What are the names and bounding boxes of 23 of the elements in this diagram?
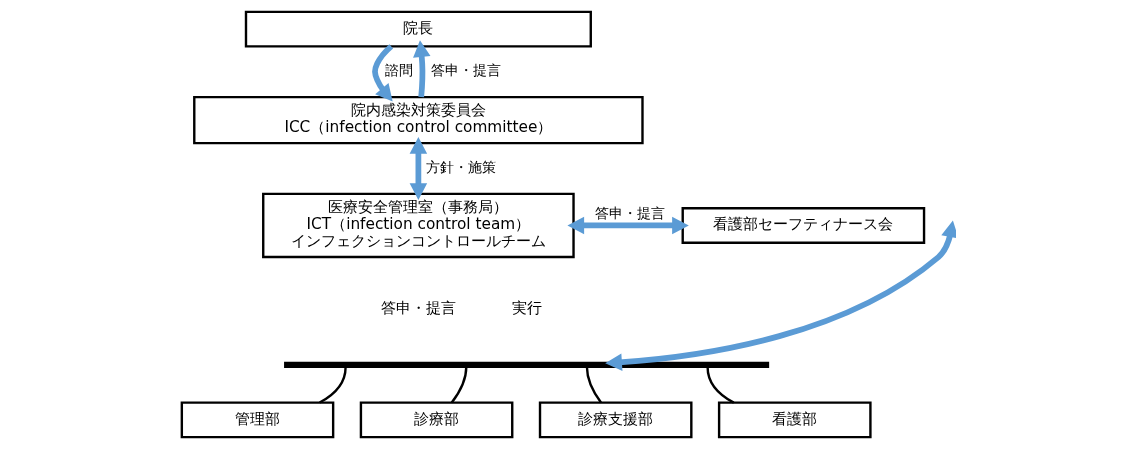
- arrow: [567, 216, 689, 235]
- node-box: 医療安全管理室（事務局） ICT（infection control team） インフェクションコントロールチーム: [262, 192, 575, 259]
- label: 答申・提言: [380, 299, 456, 318]
- arrow: [605, 220, 956, 371]
- node-box: 診療支援部: [538, 401, 693, 439]
- edge-label: 答申・提言: [595, 204, 666, 221]
- connector: [585, 367, 602, 404]
- arrow: [409, 137, 428, 200]
- node-box: 管理部: [180, 401, 335, 439]
- node-box: 診療部: [359, 401, 514, 439]
- node-box: 院長: [244, 10, 592, 48]
- edge-label: 諮問: [384, 62, 413, 79]
- edge-label: 答申・提言: [431, 62, 502, 79]
- arrow: [372, 44, 394, 102]
- edge-label: 方針・施策: [426, 158, 497, 175]
- arrow: [413, 40, 431, 98]
- label: 実行: [511, 299, 542, 318]
- connector: [706, 367, 735, 404]
- connector: [450, 367, 468, 404]
- node-box: 院内感染対策委員会 ICC（infection control committee）: [193, 95, 644, 145]
- connector: [319, 367, 347, 404]
- node-box: 看護部: [717, 401, 872, 439]
- node-box: 看護部セーフティナース会: [681, 207, 926, 244]
